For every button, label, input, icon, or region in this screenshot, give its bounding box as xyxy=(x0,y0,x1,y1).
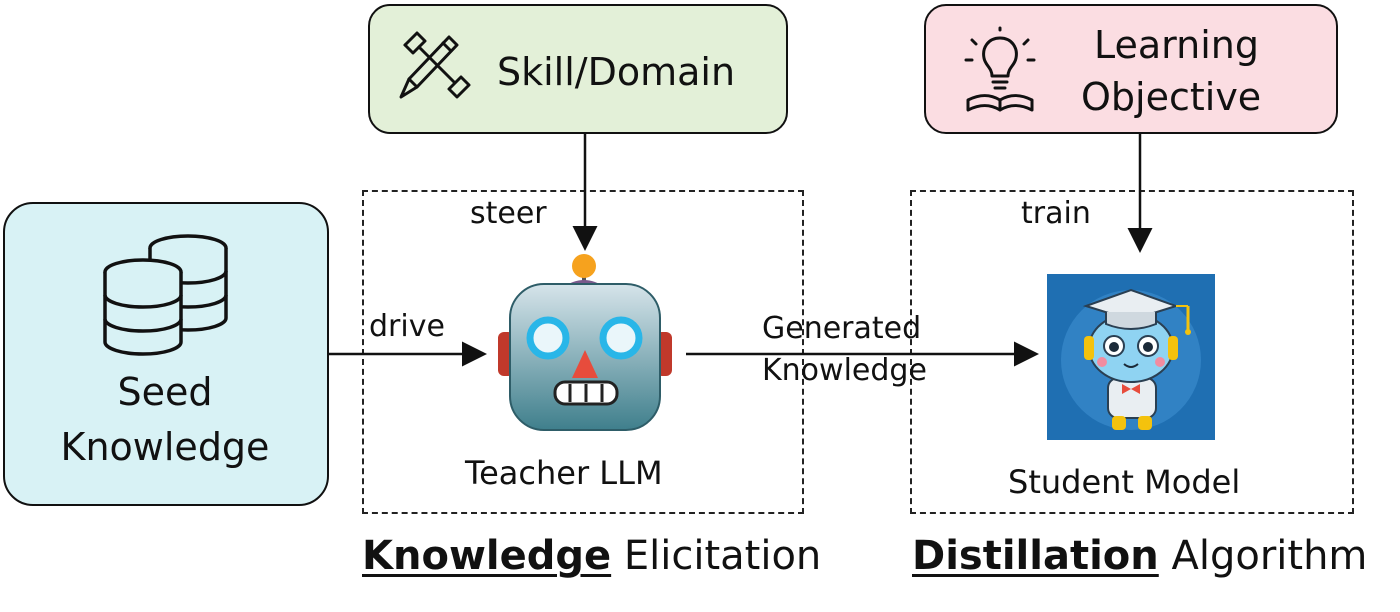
algorithm-caption-text: Algorithm xyxy=(1171,533,1368,579)
student-model-label: Student Model xyxy=(1008,463,1241,501)
learning-objective-box xyxy=(924,4,1338,134)
knowledge-elicitation-frame xyxy=(362,190,804,514)
distillation-caption-bold: Distillation xyxy=(912,533,1159,579)
distillation-algorithm-frame xyxy=(910,190,1354,514)
train-edge-label: train xyxy=(1021,196,1091,231)
steer-edge-label: steer xyxy=(470,196,547,231)
graduate-robot-icon xyxy=(1047,274,1215,440)
generated-knowledge-label-line2: Knowledge xyxy=(762,353,927,388)
robot-icon xyxy=(498,254,672,431)
database-icon xyxy=(103,234,228,356)
tools-icon xyxy=(399,31,471,99)
seed-knowledge-label-line2: Knowledge xyxy=(60,425,270,469)
elicitation-caption-text: Elicitation xyxy=(623,533,822,579)
learning-objective-label-line1: Learning xyxy=(1094,23,1259,67)
skill-domain-label: Skill/Domain xyxy=(497,50,736,94)
knowledge-caption-bold: Knowledge xyxy=(362,533,612,579)
knowledge-elicitation-caption: Knowledge Elicitation xyxy=(362,536,821,576)
seed-knowledge-label-line1: Seed xyxy=(117,370,213,414)
generated-knowledge-label-line1: Generated xyxy=(762,311,922,346)
lightbulb-book-icon xyxy=(964,26,1036,112)
learning-objective-label-line2: Objective xyxy=(1081,75,1262,119)
distillation-algorithm-caption: Distillation Algorithm xyxy=(912,536,1367,576)
skill-domain-box xyxy=(368,4,788,134)
teacher-llm-label: Teacher LLM xyxy=(465,454,663,492)
drive-edge-label: drive xyxy=(369,309,445,344)
